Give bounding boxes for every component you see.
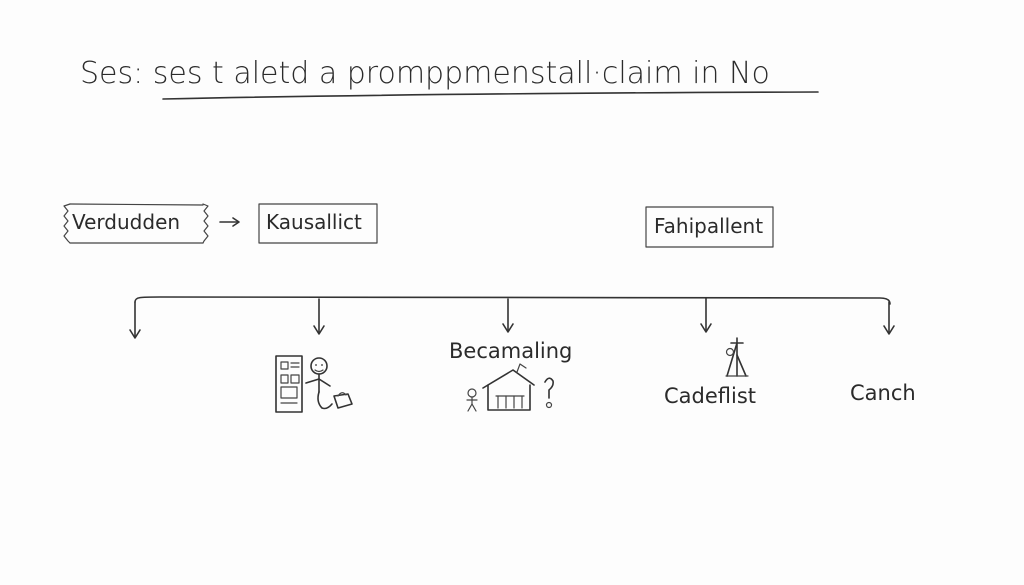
right-brace <box>202 203 209 244</box>
box-verdudden: Verdudden <box>63 203 209 244</box>
box-top-edge <box>69 203 204 206</box>
box-kausallict: Kausallict <box>258 203 378 244</box>
box-label-right: Fahipallent <box>654 214 763 238</box>
box-label-left: Verdudden <box>72 210 180 234</box>
easel-icon <box>725 337 749 377</box>
title-underline <box>162 91 819 100</box>
page-title: Ses: ses t aletd a promppmenstall·claim … <box>80 56 770 91</box>
branch-arrow-4 <box>700 297 712 333</box>
box-outline-middle <box>258 203 378 244</box>
box-fahipallent: Fahipallent <box>645 206 774 248</box>
branch-label-3: Becamaling <box>449 339 572 363</box>
branch-bar <box>134 295 891 305</box>
title-group: Ses: ses t aletd a promppmenstall·claim … <box>80 56 819 100</box>
branch-label-5: Canch <box>850 381 916 405</box>
box-outline-right <box>645 206 774 248</box>
branch-arrow-3 <box>502 298 514 333</box>
arrow-left-to-middle <box>219 217 240 227</box>
left-brace <box>63 203 71 244</box>
document-person-icon <box>275 355 353 413</box>
branch-arrow-1 <box>129 301 141 339</box>
house-people-icon <box>466 363 554 412</box>
box-label-middle: Kausallict <box>266 210 362 234</box>
branch-arrow-5 <box>883 301 895 335</box>
branch-arrow-2 <box>313 298 325 335</box>
branch-label-4: Cadeflist <box>664 384 756 408</box>
